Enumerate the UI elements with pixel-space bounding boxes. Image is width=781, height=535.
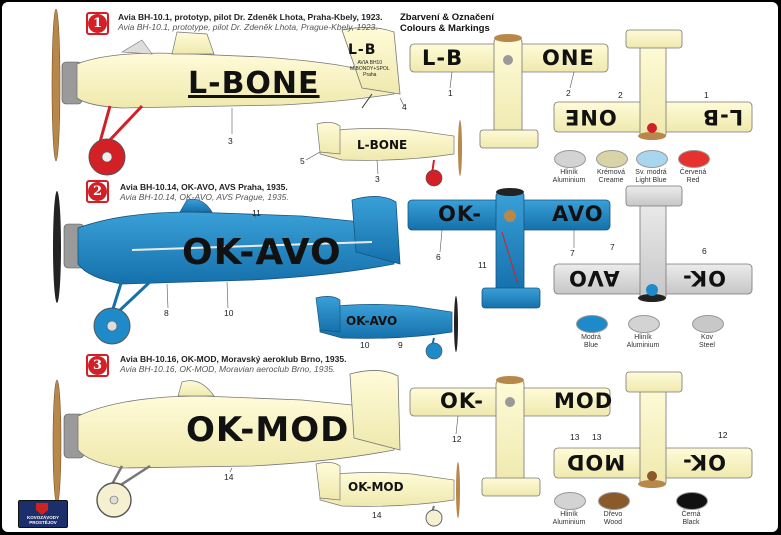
section1-title: Avia BH-10.1, prototyp, pilot Dr. Zdeněk… xyxy=(118,12,383,22)
callout: 7 xyxy=(570,248,575,258)
reg-wing2-left: OK- xyxy=(438,202,483,226)
callout: 14 xyxy=(372,510,382,520)
heading-cz: Zbarvení & Označení xyxy=(400,12,494,23)
section3-title: Avia BH-10.16, OK-MOD, Moravský aeroklub… xyxy=(120,354,347,364)
section3-side-large xyxy=(52,370,401,518)
callout: 11 xyxy=(478,260,487,270)
callout: 2 xyxy=(566,88,571,98)
logo-text-1: KOVOZÁVODY xyxy=(26,515,59,520)
callout: 9 xyxy=(398,340,403,350)
callout: 12 xyxy=(452,434,462,444)
reg-wing1-left: L-B xyxy=(422,46,464,70)
colour-swatch xyxy=(554,492,586,510)
section2-title: Avia BH-10.14, OK-AVO, AVS Praha, 1935. xyxy=(120,182,288,192)
callout: 12 xyxy=(718,430,728,440)
colour-swatch xyxy=(678,150,710,168)
callout: 11 xyxy=(252,208,261,218)
reg-okavo-large: OK-AVO xyxy=(182,232,342,273)
callout: 4 xyxy=(402,102,407,112)
colour-swatch xyxy=(636,150,668,168)
callout: 3 xyxy=(228,136,233,146)
callout: 2 xyxy=(618,90,623,100)
section3-bottom-view xyxy=(553,371,753,488)
callout: 1 xyxy=(704,90,709,100)
colour-swatch xyxy=(628,315,660,333)
section2-caption: Avia BH-10.14, OK-AVO, AVS Praha, 1935. … xyxy=(120,182,289,202)
reg-lbone-large: L-BONE xyxy=(188,66,320,101)
reg-wing3-under-right: MOD xyxy=(566,450,626,474)
callout: 6 xyxy=(702,246,707,256)
reg-wing2-under-left: OK- xyxy=(682,266,727,290)
reg-okmod-large: OK-MOD xyxy=(186,410,350,450)
callout: 8 xyxy=(164,308,169,318)
section1-top-view xyxy=(409,34,609,149)
logo-text-2: PROSTĚJOV xyxy=(29,520,57,525)
section2-side-large xyxy=(53,191,401,345)
section2-top-view xyxy=(407,188,611,309)
colour-swatch xyxy=(596,150,628,168)
heading-en: Colours & Markings xyxy=(400,23,490,34)
section-badge-2: 2 xyxy=(86,180,109,203)
section1-caption: Avia BH-10.1, prototyp, pilot Dr. Zdeněk… xyxy=(118,12,383,32)
reg-okmod-small: OK-MOD xyxy=(348,480,404,494)
section3-subtitle: Avia BH-10.16, OK-MOD, Moravian aeroclub… xyxy=(120,364,336,374)
reg-wing1-under-left: L-B xyxy=(702,105,744,129)
callout: 3 xyxy=(375,174,380,184)
reg-wing2-under-right: AVO xyxy=(568,266,620,290)
callout: 1 xyxy=(448,88,453,98)
manufacturer-logo: KOVOZÁVODY PROSTĚJOV xyxy=(18,500,68,528)
callout: 10 xyxy=(224,308,234,318)
section1-subtitle: Avia BH-10.1, prototype, pilot Dr. Zdeně… xyxy=(118,22,378,32)
section3-side-small xyxy=(315,462,460,527)
section2-bottom-view xyxy=(553,185,753,302)
reg-wing1-right: ONE xyxy=(542,46,595,70)
section3-top-view xyxy=(409,376,611,497)
reg-wing1-under-right: ONE xyxy=(564,105,617,129)
leader-lines xyxy=(166,71,575,473)
reg-lbone-small: L-BONE xyxy=(357,138,408,152)
colour-swatch xyxy=(554,150,586,168)
reg-wing3-right: MOD xyxy=(554,389,614,413)
colour-swatch xyxy=(576,315,608,333)
section3-caption: Avia BH-10.16, OK-MOD, Moravský aeroklub… xyxy=(120,354,346,374)
section2-subtitle: Avia BH-10.14, OK-AVO, AVS Prague, 1935. xyxy=(120,192,289,202)
reg-wing3-under-left: OK- xyxy=(682,450,727,474)
reg-wing3-left: OK- xyxy=(440,389,485,413)
callout: 6 xyxy=(436,252,441,262)
colour-swatch xyxy=(598,492,630,510)
shield-icon xyxy=(36,503,48,515)
callout: 13 xyxy=(570,432,580,442)
callout: 13 xyxy=(592,432,602,442)
callout: 7 xyxy=(610,242,615,252)
section2-side-small xyxy=(315,296,458,360)
section-badge-1: 1 xyxy=(86,12,109,35)
section1-bottom-view xyxy=(553,29,753,140)
colours-heading: Zbarvení & Označení Colours & Markings xyxy=(400,12,494,34)
section1-side-small xyxy=(316,120,462,187)
callout: 10 xyxy=(360,340,370,350)
reg-lb-tail: L-B xyxy=(348,42,377,58)
callout: 14 xyxy=(224,472,234,482)
reg-wing2-right: AVO xyxy=(552,202,604,226)
section1-side-large xyxy=(51,8,401,176)
reg-okavo-small: OK-AVO xyxy=(346,314,398,328)
section-badge-3: 3 xyxy=(86,354,109,377)
colour-swatch xyxy=(676,492,708,510)
colour-swatch xyxy=(692,315,724,333)
callout: 5 xyxy=(300,156,305,166)
